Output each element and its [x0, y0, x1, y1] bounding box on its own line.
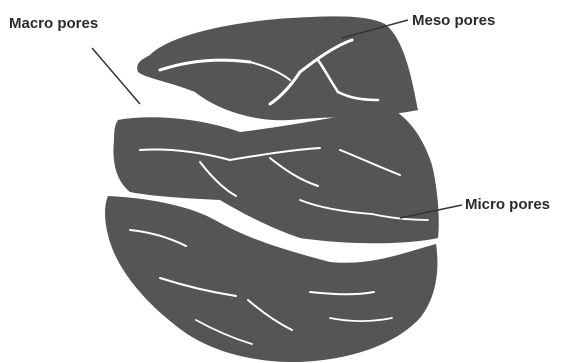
label-meso-pores: Meso pores	[412, 13, 495, 28]
macro-leader-line	[92, 48, 140, 104]
label-macro-pores: Macro pores	[9, 16, 98, 31]
top-aggregate	[137, 16, 418, 120]
label-micro-pores: Micro pores	[465, 197, 550, 212]
